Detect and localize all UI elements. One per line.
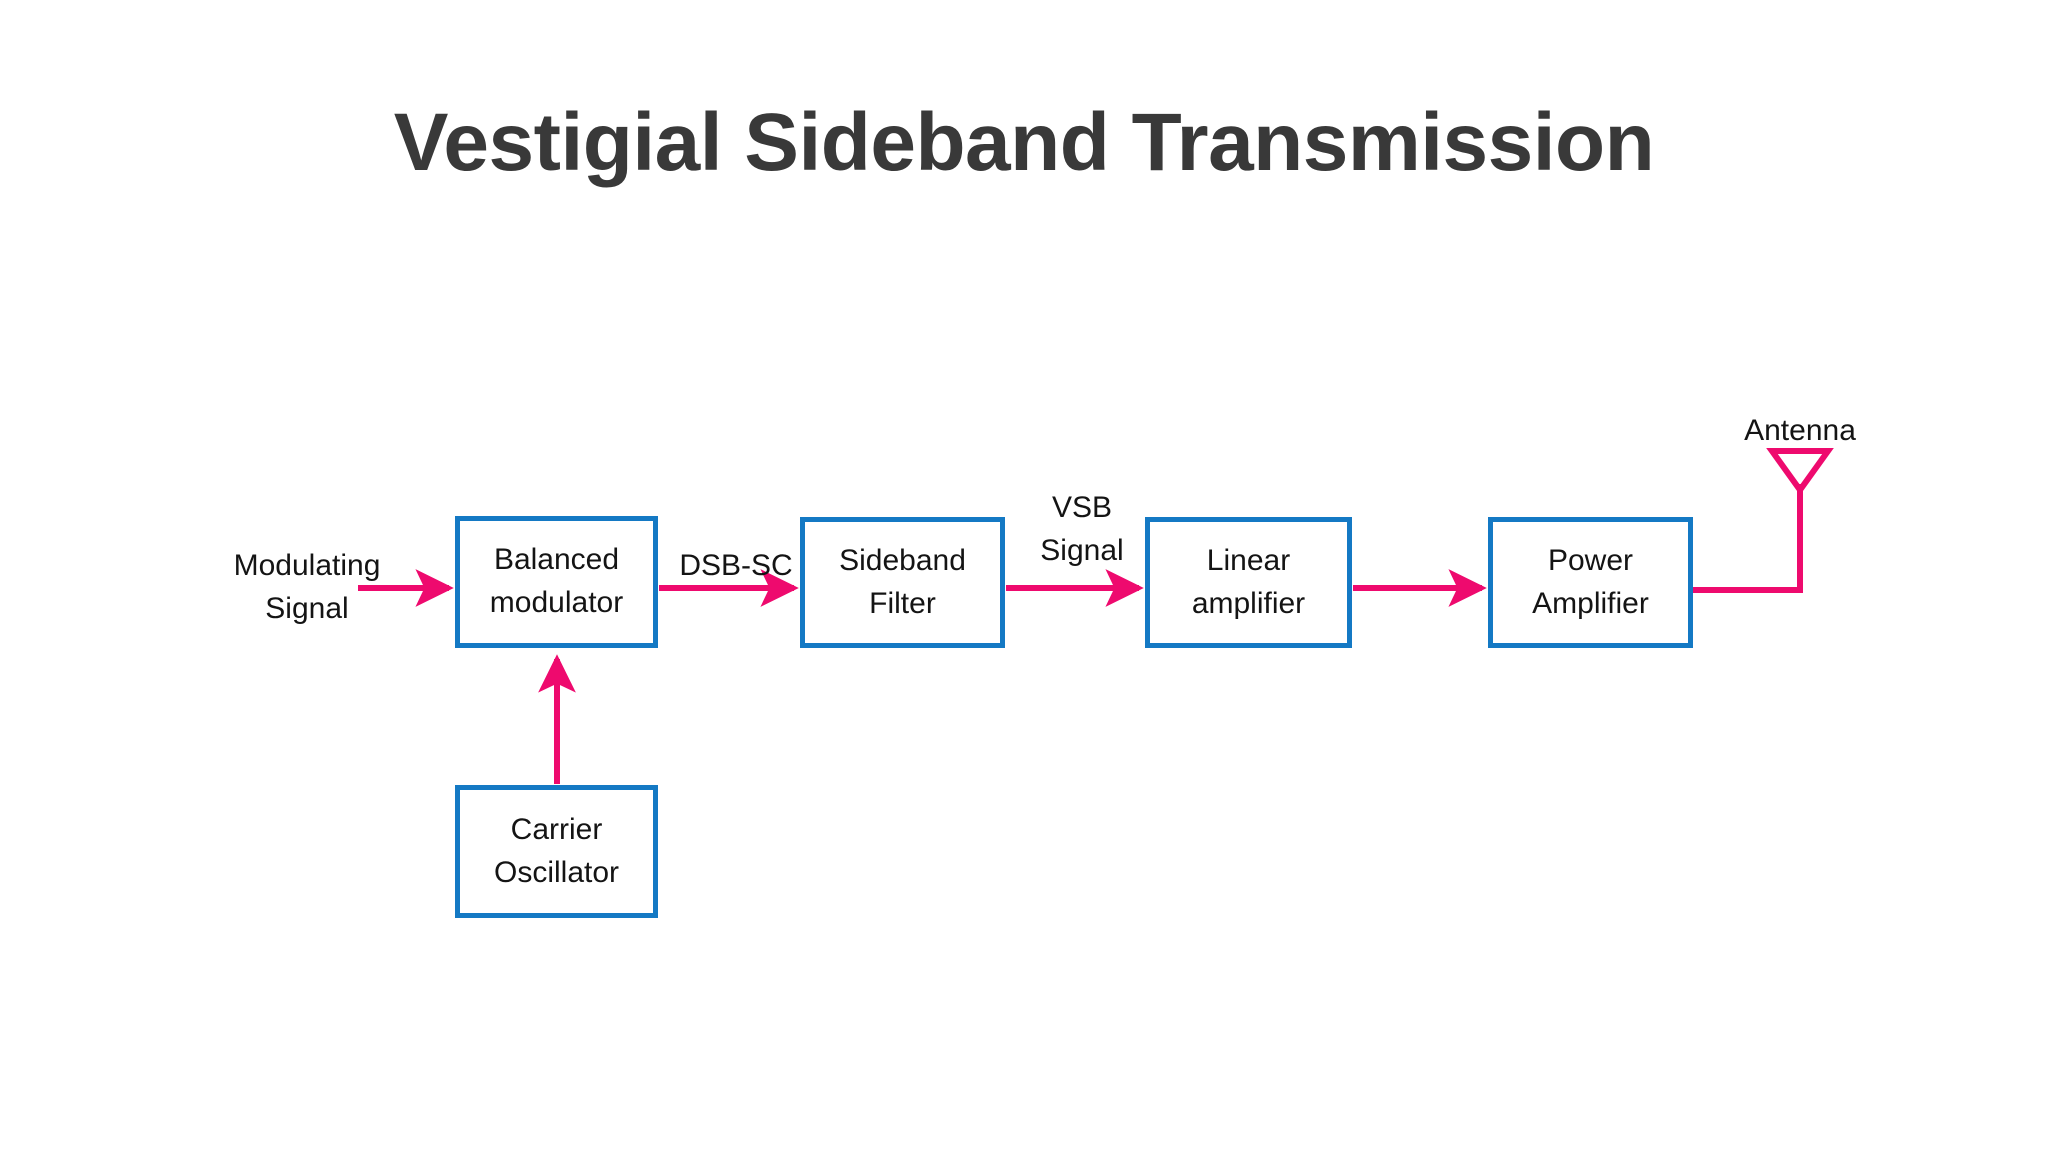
label-vsb-signal: VSB Signal bbox=[1030, 487, 1134, 572]
page-title: Vestigial Sideband Transmission bbox=[393, 97, 1655, 188]
block-carrier-oscillator[interactable]: Carrier Oscillator bbox=[455, 785, 658, 918]
block-label-line1: Sideband bbox=[839, 543, 966, 577]
block-label-line2: modulator bbox=[489, 586, 624, 619]
label-modulating-signal: Modulating Signal bbox=[228, 545, 386, 630]
antenna-symbol bbox=[1766, 448, 1834, 496]
connector-power-amplifier-to-antenna bbox=[1687, 484, 1803, 593]
block-label-line2: amplifier bbox=[1191, 586, 1306, 620]
label-line1: Antenna bbox=[1744, 414, 1856, 447]
label-line1: VSB bbox=[1051, 491, 1113, 524]
label-line1: DSB-SC bbox=[679, 549, 793, 582]
block-label-line2: Oscillator bbox=[493, 855, 620, 889]
label-line2: Signal bbox=[265, 591, 349, 625]
block-label-line2: Filter bbox=[869, 586, 936, 620]
label-antenna: Antenna bbox=[1715, 410, 1885, 453]
block-balanced-modulator[interactable]: Balanced modulator bbox=[455, 516, 658, 648]
block-linear-amplifier[interactable]: Linear amplifier bbox=[1145, 517, 1352, 648]
block-label-line1: Carrier bbox=[510, 812, 603, 846]
block-label-line1: Power bbox=[1547, 543, 1634, 577]
label-line1: Modulating bbox=[233, 549, 381, 582]
block-label-line1: Balanced bbox=[493, 543, 620, 577]
block-sideband-filter[interactable]: Sideband Filter bbox=[800, 517, 1005, 648]
label-dsb-sc: DSB-SC bbox=[676, 545, 796, 588]
block-label-line1: Linear bbox=[1206, 543, 1291, 577]
block-power-amplifier[interactable]: Power Amplifier bbox=[1488, 517, 1693, 648]
label-line2: Signal bbox=[1040, 533, 1124, 567]
block-label-line2: Amplifier bbox=[1532, 586, 1649, 620]
